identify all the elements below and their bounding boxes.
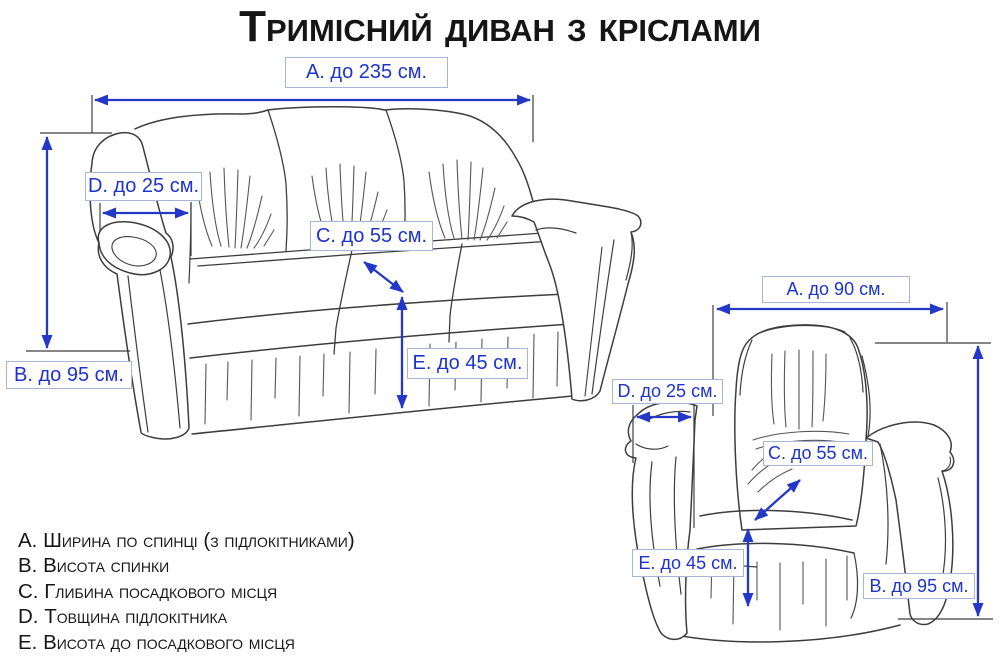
- legend-item-c: С. Глибина посадкового місця: [18, 579, 278, 603]
- dimension-legend: А. Ширина по спинці (з підлокітниками) В…: [18, 528, 355, 655]
- page-title: Тримісний диван з кріслами: [239, 2, 761, 51]
- sofa-depth-label: С. до 55 см.: [310, 221, 433, 251]
- sofa-seat-height-label: Е. до 45 см.: [407, 348, 528, 379]
- legend-item-b: В. Висота спинки: [18, 554, 170, 578]
- legend-item-d: D. Товщина підлокітника: [18, 605, 228, 629]
- sofa-width-label: А. до 235 см.: [285, 57, 448, 88]
- armchair-armrest-label: D. до 25 см.: [612, 379, 723, 404]
- legend-item-a: А. Ширина по спинці (з підлокітниками): [18, 529, 355, 552]
- furniture-sofa: [89, 106, 642, 440]
- armchair-seat-height-label: Е. до 45 см.: [632, 549, 744, 577]
- sofa-armrest-label: D. до 25 см.: [85, 172, 202, 201]
- armchair-width-label: А. до 90 см.: [762, 276, 910, 303]
- armchair-depth-arrow: [754, 479, 801, 521]
- armchair-height-label: В. до 95 см.: [863, 573, 975, 599]
- sofa-depth-arrow: [363, 261, 404, 293]
- sofa-height-label: В. до 95 см.: [6, 361, 132, 389]
- armchair-depth-label: С. до 55 см.: [763, 441, 873, 466]
- dimension-arrows: [41, 94, 984, 617]
- legend-item-e: Е. Висота до посадкового місця: [18, 630, 295, 654]
- witness-lines: [26, 95, 993, 620]
